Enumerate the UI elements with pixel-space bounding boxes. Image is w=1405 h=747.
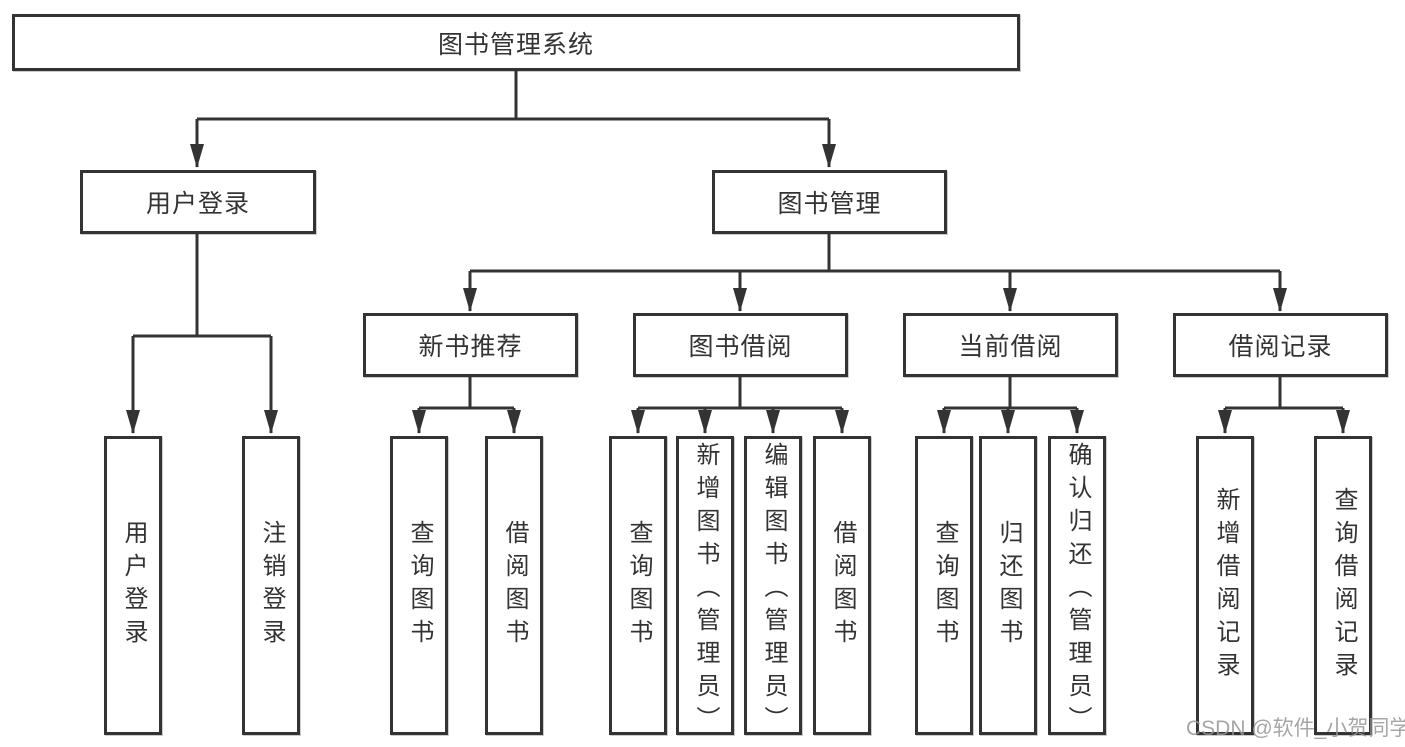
leaf-label: 查询图书 (625, 519, 652, 652)
node-label: 用户登录 (145, 190, 250, 218)
leaf-label: 查询图书 (406, 519, 433, 652)
leaf-label: 新增图书（管理员） (692, 441, 719, 739)
root-to-level2-connectors (190, 70, 836, 168)
leaf-label: 查询图书 (931, 519, 958, 652)
book-management-connectors (463, 234, 1287, 312)
leaf-label: 注销登录 (258, 519, 285, 652)
leaf-label: 新增借阅记录 (1212, 486, 1239, 685)
leaf-label: 编辑图书（管理员） (760, 441, 787, 739)
node-borrow-records: 借阅记录 (1173, 313, 1388, 377)
leaf-edit-book-admin: 编辑图书（管理员） (744, 436, 802, 739)
leaf-label: 用户登录 (120, 519, 147, 652)
leaf-label: 借阅图书 (829, 519, 856, 652)
leaf-borrow-books-recommend: 借阅图书 (485, 436, 543, 735)
node-user-login: 用户登录 (80, 170, 316, 234)
leaf-confirm-return-admin: 确认归还（管理员） (1048, 436, 1106, 739)
book-borrow-connectors (631, 377, 849, 434)
node-label: 当前借阅 (958, 333, 1063, 361)
leaf-label: 确认归还（管理员） (1064, 441, 1091, 739)
user-login-connectors (126, 234, 278, 434)
leaf-borrow-books: 借阅图书 (813, 436, 871, 735)
node-book-borrow: 图书借阅 (633, 313, 848, 377)
borrow-records-connectors (1218, 377, 1350, 434)
node-new-book-recommend: 新书推荐 (363, 313, 578, 377)
node-current-borrow: 当前借阅 (903, 313, 1118, 377)
current-borrow-connectors (937, 377, 1084, 434)
new-book-recommend-connectors (412, 377, 521, 434)
node-book-management: 图书管理 (712, 170, 947, 234)
leaf-add-borrow-record: 新增借阅记录 (1196, 436, 1254, 735)
leaf-query-borrow-record: 查询借阅记录 (1314, 436, 1372, 735)
leaf-return-book: 归还图书 (979, 436, 1037, 735)
leaf-logout: 注销登录 (242, 436, 300, 735)
csdn-watermark: CSDN @软件_小贺同学 (1186, 717, 1405, 740)
leaf-query-books-current: 查询图书 (915, 436, 973, 735)
leaf-add-book-admin: 新增图书（管理员） (676, 436, 734, 739)
node-label: 借阅记录 (1228, 333, 1333, 361)
leaf-label: 借阅图书 (501, 519, 528, 652)
leaf-query-books-recommend: 查询图书 (390, 436, 448, 735)
node-library-management-system: 图书管理系统 (12, 14, 1020, 71)
leaf-query-books-borrow: 查询图书 (609, 436, 667, 735)
node-label: 新书推荐 (418, 333, 523, 361)
leaf-label: 查询借阅记录 (1330, 486, 1357, 685)
node-label: 图书管理 (777, 190, 882, 218)
leaf-label: 归还图书 (995, 519, 1022, 652)
node-label: 图书管理系统 (437, 30, 594, 59)
node-label: 图书借阅 (688, 333, 793, 361)
leaf-user-login: 用户登录 (104, 436, 162, 735)
